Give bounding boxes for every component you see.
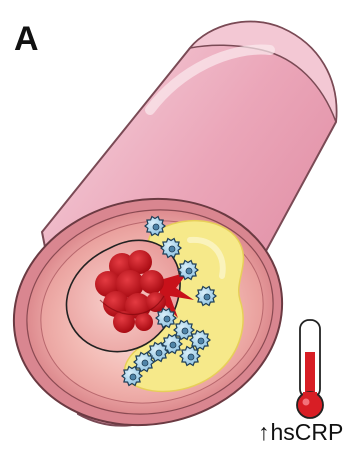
hscrp-marker-label: ↑hsCRP [258,421,343,444]
thermometer-icon [297,320,323,418]
panel-label: A [14,22,39,56]
hscrp-text: hsCRP [271,419,344,445]
up-arrow-icon: ↑ [258,421,270,444]
